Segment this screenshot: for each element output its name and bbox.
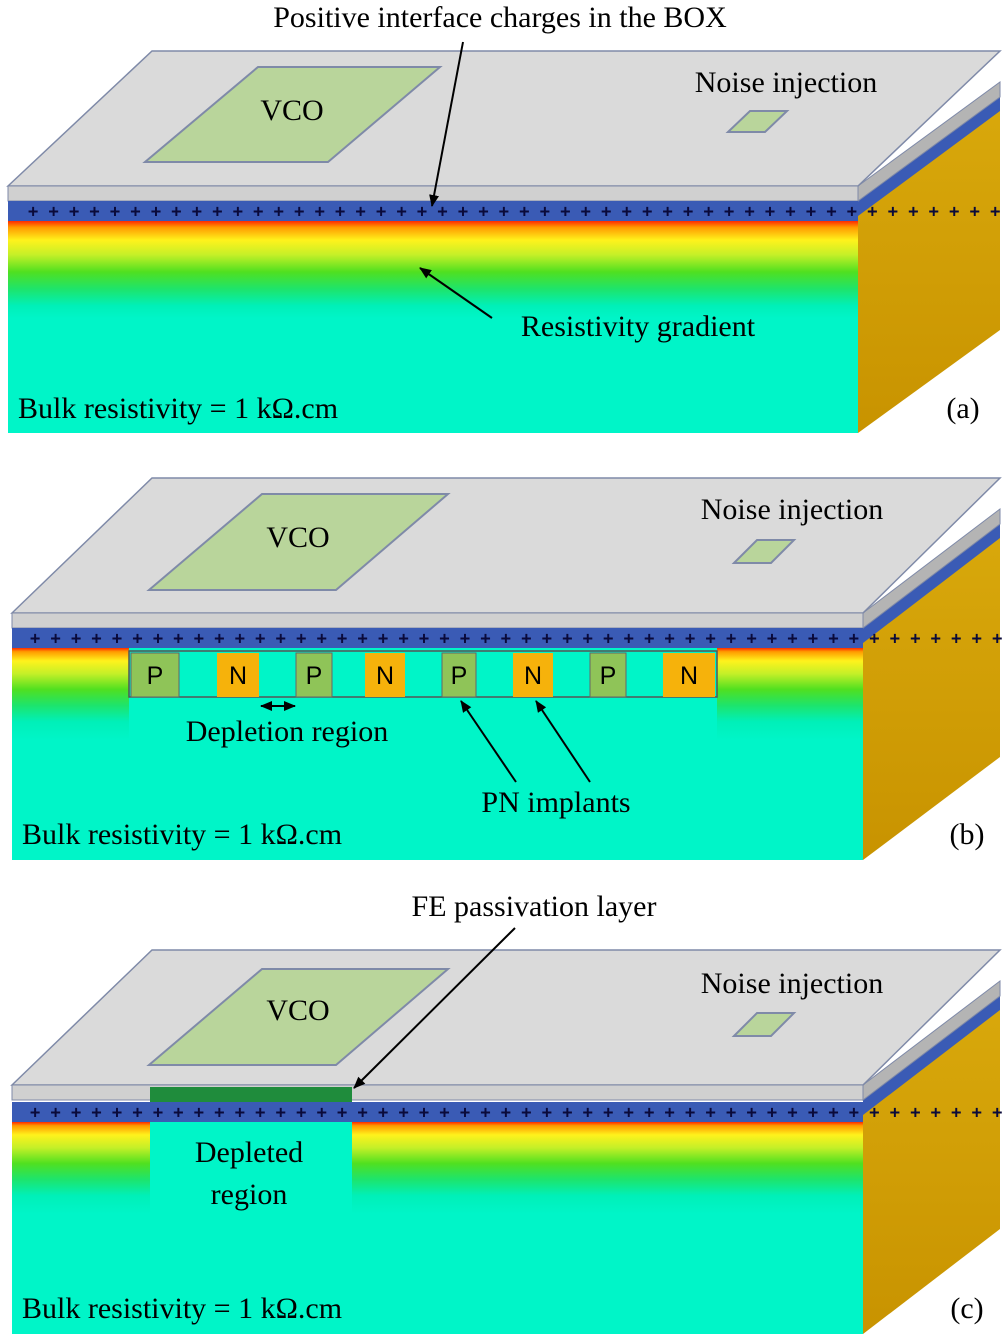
noise-injection-label: Noise injection <box>695 66 877 99</box>
noise-pad <box>731 1012 797 1037</box>
implant-label: P <box>306 662 323 690</box>
implant-label: N <box>524 662 542 690</box>
pn-arrow-2 <box>535 700 591 783</box>
implant-n-2 <box>365 653 405 697</box>
implant-label: P <box>451 662 468 690</box>
box-layer <box>12 628 863 648</box>
vco-label: VCO <box>266 994 329 1027</box>
panel-b: + + + + + + + + + + + + + + + + + + + + … <box>10 477 1005 860</box>
fe-passivation-label: FE passivation layer <box>412 890 657 923</box>
front-oxide-strip <box>11 612 864 629</box>
implant-label: P <box>147 662 164 690</box>
panel-c: + + + + + + + + + + + + + + + + + + + + … <box>10 890 1005 1334</box>
gradient-left <box>12 648 129 740</box>
front-oxide-strip <box>11 1084 864 1101</box>
gradient-left <box>12 1122 150 1214</box>
implant-label: N <box>229 662 247 690</box>
vco-label: VCO <box>266 521 329 554</box>
implant-p-3 <box>441 652 477 698</box>
implant-n-1 <box>217 653 259 697</box>
vco-pad <box>146 968 451 1066</box>
depleted-region-label-line1: Depleted <box>195 1136 303 1169</box>
noise-injection-label: Noise injection <box>701 493 883 526</box>
vco-pad <box>146 493 451 591</box>
resistivity-gradient-arrow <box>419 267 493 319</box>
gradient-right <box>352 1122 863 1214</box>
interface-charges: + + + + + + + + + + + + + + + + + + + + … <box>28 202 1005 222</box>
interface-charges-label: Positive interface charges in the BOX <box>273 1 727 34</box>
implant-label: N <box>680 662 698 690</box>
noise-injection-label: Noise injection <box>701 967 883 1000</box>
implant-label: N <box>376 662 394 690</box>
panel-label: (b) <box>950 818 985 851</box>
vco-label: VCO <box>260 94 323 127</box>
implant-p-4 <box>589 652 627 698</box>
panel-label: (a) <box>946 392 979 425</box>
interface-charges: + + + + + + + + + + + + + + + + + + + + … <box>30 629 1005 649</box>
implant-p-2 <box>295 652 333 698</box>
noise-pad <box>731 539 797 564</box>
resistivity-gradient-label: Resistivity gradient <box>521 310 756 343</box>
panel-label: (c) <box>950 1292 983 1325</box>
interface-charges-arrow <box>429 41 464 207</box>
box-layer <box>12 1102 863 1122</box>
gradient-right <box>717 648 863 740</box>
implant-n-4 <box>663 653 715 697</box>
box-layer <box>8 201 858 221</box>
bulk-resistivity-label: Bulk resistivity = 1 kΩ.cm <box>18 392 338 425</box>
depletion-region-label: Depletion region <box>186 715 388 748</box>
side-box-layer <box>863 995 1000 1115</box>
side-box-layer <box>863 523 1000 643</box>
pn-implants-label: PN implants <box>481 786 630 819</box>
depleted-region-label-line2: region <box>211 1178 288 1211</box>
bulk-resistivity-label: Bulk resistivity = 1 kΩ.cm <box>22 818 342 851</box>
vco-pad <box>142 66 443 163</box>
implant-label: P <box>600 662 617 690</box>
fe-passivation-arrow <box>353 927 516 1089</box>
pn-arrow-1 <box>460 700 517 783</box>
interface-charges: + + + + + + + + + + + + + + + + + + + + … <box>30 1103 1005 1123</box>
panel-a: + + + + + + + + + + + + + + + + + + + + … <box>6 1 1005 433</box>
implant-p-1 <box>130 652 180 698</box>
noise-pad <box>725 110 790 133</box>
pn-implant-row: P N P N P N P N <box>130 652 715 698</box>
fe-passivation-layer <box>150 1087 352 1102</box>
bulk-resistivity-label: Bulk resistivity = 1 kΩ.cm <box>22 1292 342 1325</box>
bulk-substrate <box>8 221 858 433</box>
side-box-layer <box>858 96 1000 216</box>
implant-n-3 <box>513 653 553 697</box>
